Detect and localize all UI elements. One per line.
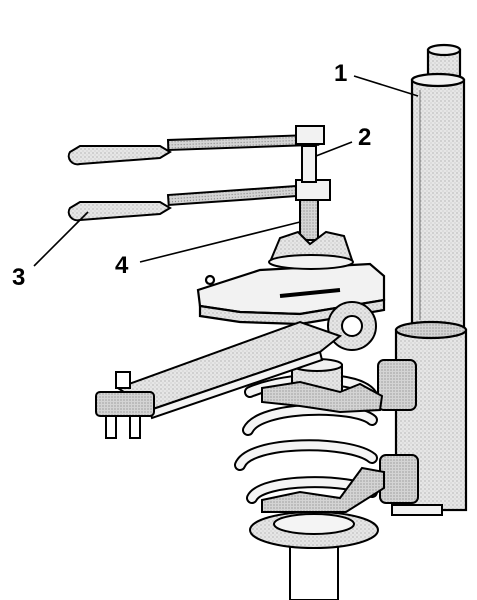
compressor-handle-lower <box>67 179 331 222</box>
compressor-hook-lower <box>261 466 385 513</box>
piston-rod <box>289 539 339 600</box>
lower-spring-seat <box>249 511 379 549</box>
damper-tube <box>394 43 468 512</box>
compressor-spindle <box>299 145 319 241</box>
tube-clamp-upper <box>377 359 417 411</box>
callout-4: 4 <box>115 252 129 279</box>
upper-bushing <box>327 301 377 351</box>
leader-lines <box>33 75 419 267</box>
control-arm <box>95 320 343 439</box>
tube-clamp-lower <box>379 454 443 516</box>
compressor-hook-upper <box>261 380 384 414</box>
compressor-handle-upper <box>67 125 325 166</box>
callout-1: 1 <box>334 60 348 87</box>
callout-3: 3 <box>12 264 26 291</box>
callout-2: 2 <box>358 124 372 151</box>
strut-top-plate <box>268 230 354 270</box>
strut-mount-arm <box>196 262 386 326</box>
